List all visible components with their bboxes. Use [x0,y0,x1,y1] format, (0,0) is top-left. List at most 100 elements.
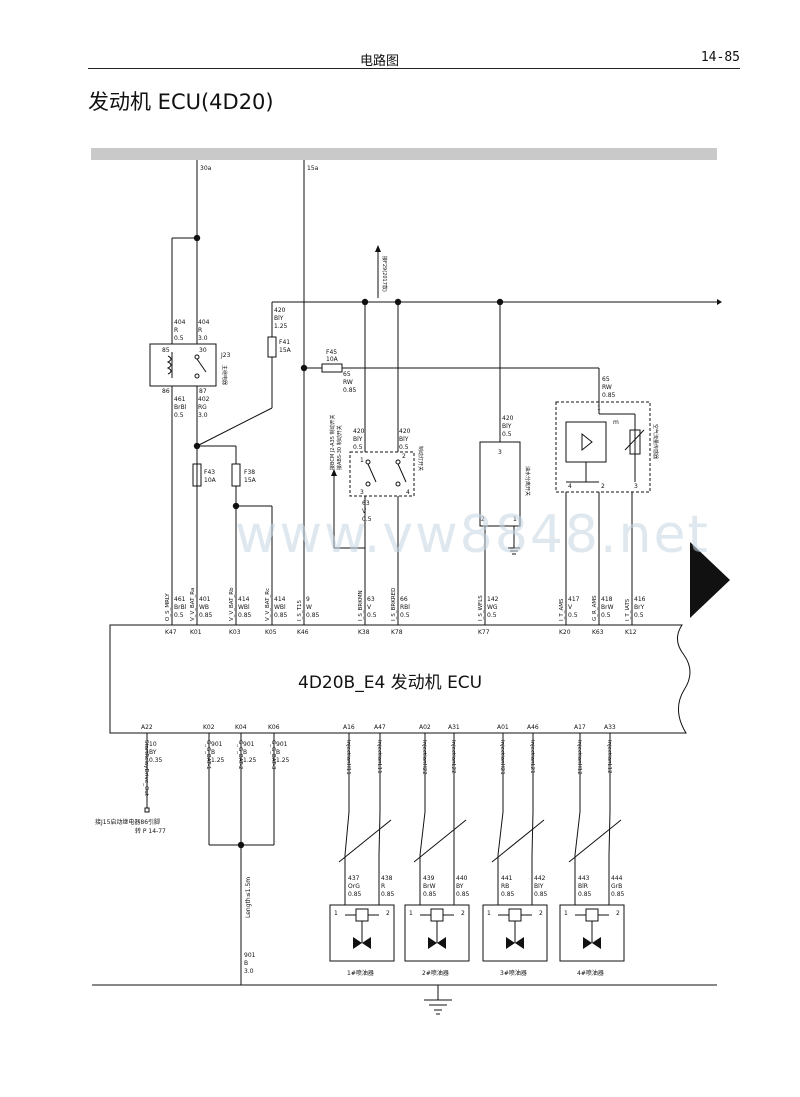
ecu-pin-label: K04 [235,724,247,731]
svg-text:420: 420 [502,415,514,422]
svg-text:F43: F43 [204,469,215,476]
ecu-signal-label: G_G_BAT-2 [237,740,243,769]
svg-text:BlY: BlY [502,423,512,430]
brake-note-abs: 接ABS-30 制动开关 [336,425,343,470]
svg-text:443: 443 [578,875,590,882]
svg-text:1.25: 1.25 [274,323,288,330]
injector-pin: 2 [616,910,620,917]
svg-text:420: 420 [274,307,286,314]
svg-text:BlY: BlY [399,436,409,443]
relay-name: J23 [220,352,231,359]
next-page-arrow-icon[interactable] [690,542,730,618]
ecu-pin-label: K02 [203,724,215,731]
svg-text:418: 418 [601,596,613,603]
svg-text:0.85: 0.85 [343,387,357,394]
svg-text:V: V [568,604,573,611]
ecu-pin-label: K01 [190,629,202,636]
valve-icon [506,937,515,949]
wire-label-404a: 404 R 0.5 [174,319,186,342]
svg-text:0.85: 0.85 [602,392,616,399]
svg-text:0.35: 0.35 [149,757,163,764]
svg-text:W: W [306,604,312,611]
svg-text:OrG: OrG [348,883,360,890]
ecu-signal-label: I_S_WFLS [478,595,484,621]
brake-up-note: 接F29(2017款) [381,256,388,292]
svg-text:3.0: 3.0 [198,412,208,419]
svg-text:BrW: BrW [423,883,436,890]
ecu-pin-label: K05 [265,629,277,636]
svg-text:9: 9 [306,596,310,603]
injector-pin: 2 [386,910,390,917]
svg-text:BrW: BrW [601,604,614,611]
svg-text:0.5: 0.5 [174,412,184,419]
ecu-pin-label: K78 [391,629,403,636]
valve-icon [437,937,446,949]
svg-text:0.5: 0.5 [568,612,578,619]
fuse-f43 [192,463,202,487]
ecu-signal-label: InjectionL11 [376,740,382,774]
injector-pin: 1 [564,910,568,917]
ecu-signal-label: InjectionH11 [345,740,351,775]
wire-label-65-right: 65 RW 0.85 [602,376,616,399]
water-separator-pins: 3 2 1 [481,449,517,523]
svg-text:0.85: 0.85 [534,891,548,898]
svg-text:66: 66 [400,596,408,603]
svg-text:V: V [367,604,372,611]
ecu-wire-label: 9W0.85 [306,596,320,619]
fuse-f41-label: F41 15A [279,339,292,354]
svg-text:461: 461 [174,596,186,603]
relay-pin: 85 [162,347,170,354]
arrow-right-icon [717,299,722,305]
svg-text:0.5: 0.5 [174,335,184,342]
ecu-pin-label: K38 [358,629,370,636]
rail-30a-label: 30a [200,165,212,172]
start-note-1: 接J15启动继电器86引脚 [95,818,160,826]
ecu-signal-label: InjectionL12 [606,740,612,774]
wire-label-901-ground: 901 B 3.0 [244,952,256,975]
svg-text:404: 404 [198,319,210,326]
ecu-signal-label: O_S_MRLY [165,593,171,621]
svg-text:RW: RW [602,384,612,391]
svg-text:B: B [244,960,248,967]
svg-text:F41: F41 [279,339,290,346]
svg-text:10: 10 [149,741,157,748]
svg-text:0.85: 0.85 [274,612,288,619]
brake-light-switch [349,451,415,497]
svg-text:3: 3 [360,489,364,496]
injector-name: 2#喷油器 [422,969,449,977]
air-sensor-pins: 1 4 2 3 [568,405,638,490]
svg-text:2: 2 [402,453,406,460]
svg-text:402: 402 [198,396,210,403]
ecu-pin-label: K20 [559,629,571,636]
svg-text:RBl: RBl [400,604,410,611]
ecu-signal-label: I_T_IATS [625,598,631,621]
svg-text:417: 417 [568,596,580,603]
ecu-box [109,624,691,734]
start-note-2: 转 P 14-77 [135,827,166,835]
svg-text:0.85: 0.85 [199,612,213,619]
svg-text:0.5: 0.5 [634,612,644,619]
ecu-signal-label: G_R_AMS [592,595,598,621]
wire-label-461: 461 BrBl 0.5 [174,396,187,419]
svg-text:441: 441 [501,875,513,882]
svg-text:3: 3 [498,449,502,456]
ecu-pin-label: A17 [574,724,586,731]
svg-text:1.25: 1.25 [211,757,225,764]
svg-text:F45: F45 [326,349,337,356]
svg-text:901: 901 [243,741,255,748]
ecu-signal-label: InjectionL22 [450,740,456,774]
ecu-name: 4D20B_E4 发动机 ECU [298,673,483,693]
svg-text:B: B [276,749,280,756]
wire-label-63: 63 V 0.5 [362,500,372,523]
